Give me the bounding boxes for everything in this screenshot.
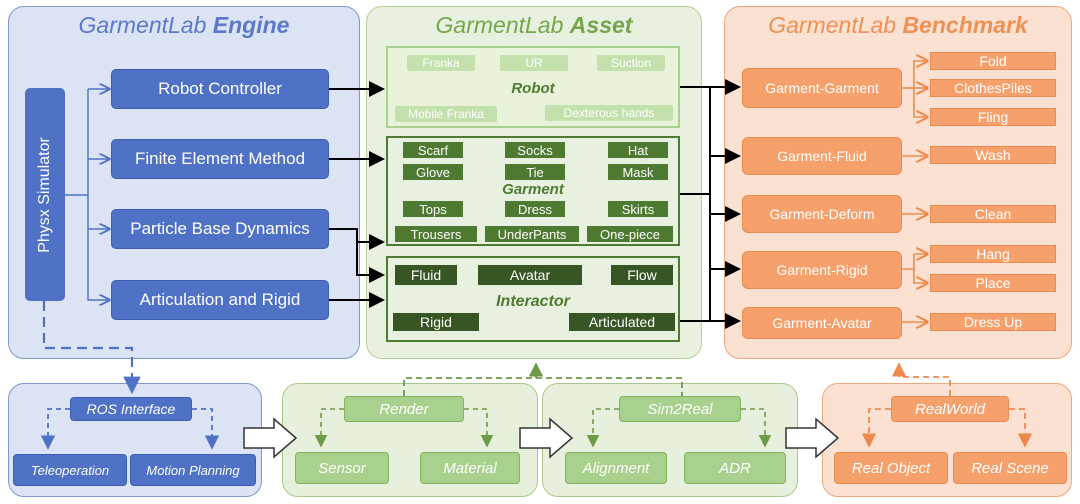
engine-branch-lines [65, 89, 109, 300]
ros-interface-box: ROS Interface [70, 397, 192, 421]
sim2real-box: Sim2Real [619, 396, 741, 422]
bench-garment-deform: Garment-Deform [742, 195, 902, 233]
task-clean: Clean [930, 205, 1056, 223]
sim2real-child-lines [586, 408, 772, 448]
physx-to-ros-line [42, 301, 141, 395]
task-fold: Fold [930, 52, 1056, 70]
bench-garment-garment: Garment-Garment [742, 68, 902, 108]
task-place: Place [930, 274, 1056, 292]
realworld-box: RealWorld [891, 396, 1009, 422]
garment-group [386, 136, 680, 246]
asset-to-benchmark-arrows [680, 79, 741, 329]
garment-tops: Tops [403, 201, 463, 217]
ros-child-lines [40, 408, 220, 450]
interactor-group [386, 256, 680, 342]
realworld-lines [861, 362, 1033, 448]
robot-franka: Franka [407, 55, 475, 71]
garment-group-title: Garment [502, 181, 564, 198]
asset-title: GarmentLab Asset [435, 12, 633, 38]
interactor-fluid: Fluid [395, 265, 457, 285]
render-box: Render [344, 396, 464, 422]
robot-ur: UR [500, 55, 568, 71]
robot-dexterous-hands: Dexterous hands [545, 105, 673, 121]
garment-hat: Hat [608, 142, 668, 158]
garment-trousers: Trousers [395, 226, 477, 242]
garment-skirts: Skirts [608, 201, 668, 217]
material-box: Material [420, 452, 520, 484]
particle-base-dynamics-box: Particle Base Dynamics [111, 209, 329, 249]
finite-element-method-box: Finite Element Method [111, 139, 329, 179]
engine-title: GarmentLab Engine [78, 12, 290, 38]
physx-simulator-box: Physx Simulator [25, 88, 65, 301]
robot-controller-box: Robot Controller [111, 69, 329, 109]
teleoperation-box: Teleoperation [13, 454, 127, 486]
robot-suction: Suction [597, 55, 665, 71]
garment-underpants: UnderPants [485, 226, 579, 242]
task-wash: Wash [930, 146, 1056, 164]
bench-garment-fluid: Garment-Fluid [742, 137, 902, 175]
real-scene-box: Real Scene [953, 452, 1067, 484]
task-hang: Hang [930, 245, 1056, 263]
interactor-flow: Flow [611, 265, 673, 285]
motion-planning-box: Motion Planning [130, 454, 256, 486]
benchmark-task-arrows [902, 61, 927, 322]
green-to-asset-lines [403, 362, 683, 396]
task-clothespiles: ClothesPiles [930, 79, 1056, 97]
adr-box: ADR [684, 452, 786, 484]
garment-tie: Tie [505, 164, 565, 180]
task-fling: Fling [930, 108, 1056, 126]
interactor-group-title: Interactor [496, 293, 570, 310]
interactor-articulated: Articulated [569, 313, 675, 331]
garment-one-piece: One-piece [587, 226, 673, 242]
garment-dress: Dress [505, 201, 565, 217]
benchmark-title: GarmentLab Benchmark [768, 12, 1028, 38]
bench-garment-rigid: Garment-Rigid [742, 251, 902, 289]
interactor-rigid: Rigid [393, 313, 479, 331]
garment-socks: Socks [505, 142, 565, 158]
task-dress-up: Dress Up [930, 313, 1056, 331]
garment-glove: Glove [403, 164, 463, 180]
bench-garment-avatar: Garment-Avatar [742, 307, 902, 339]
robot-mobile-franka: Mobile Franka [395, 106, 497, 122]
sensor-box: Sensor [295, 452, 389, 484]
engine-to-asset-arrows [329, 81, 385, 308]
garment-scarf: Scarf [403, 142, 463, 158]
real-object-box: Real Object [834, 452, 948, 484]
interactor-avatar: Avatar [478, 265, 582, 285]
garment-mask: Mask [608, 164, 668, 180]
flow-arrows [243, 417, 840, 459]
articulation-rigid-box: Articulation and Rigid [111, 280, 329, 320]
render-child-lines [314, 408, 494, 448]
alignment-box: Alignment [565, 452, 667, 484]
robot-group-title: Robot [511, 80, 555, 97]
